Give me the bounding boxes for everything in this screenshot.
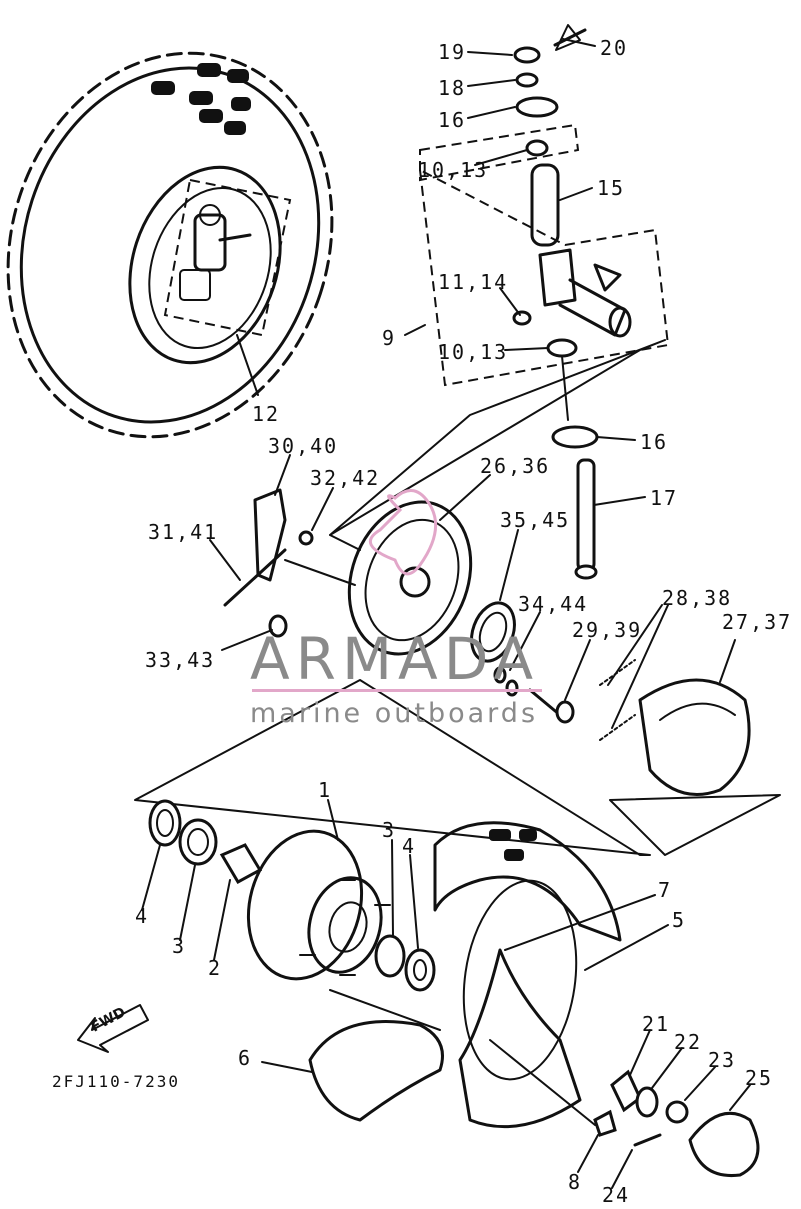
callout-32-42: 32,42 [310,466,381,490]
callout-21: 21 [642,1012,671,1036]
callout-10-13-bottom: 10,13 [438,340,509,364]
callout-15: 15 [597,176,626,200]
leader-lines [141,38,751,1189]
callout-26-36: 26,36 [480,454,551,478]
callout-35-45: 35,45 [500,508,571,532]
callout-23: 23 [708,1048,737,1072]
callout-10-13-top: 10,13 [418,158,489,182]
callout-20: 20 [600,36,629,60]
callout-8: 8 [568,1170,583,1194]
callout-22: 22 [674,1030,703,1054]
callout-27-37: 27,37 [722,610,793,634]
callout-6: 6 [238,1046,253,1070]
callout-11-14: 11,14 [438,270,509,294]
callout-3-hub: 3 [382,818,397,842]
upper-tire [6,51,334,439]
callout-24: 24 [602,1183,631,1207]
brake-shoes [493,659,781,856]
callout-29-39: 29,39 [572,618,643,642]
callout-2: 2 [208,956,223,980]
watermark-divider [252,689,542,692]
callout-19: 19 [438,40,467,64]
callout-7: 7 [658,878,673,902]
callout-18: 18 [438,76,467,100]
fwd-arrow-icon [77,1004,149,1053]
callout-28-38: 28,38 [662,586,733,610]
watermark-logo [368,489,438,576]
callout-16-bottom: 16 [640,430,669,454]
watermark-title: ARMADA [250,625,540,693]
callout-3-left: 3 [172,934,187,958]
cam-lever [223,488,356,638]
callout-16-top: 16 [438,108,467,132]
callout-5: 5 [672,908,687,932]
callout-33-43: 33,43 [145,648,216,672]
callout-34-44: 34,44 [518,592,589,616]
spindle-assembly [418,24,670,580]
hub-hardware [593,1069,760,1178]
callout-4-hub: 4 [402,834,417,858]
callout-25: 25 [745,1066,774,1090]
brake-plate [329,339,666,663]
callout-12: 12 [252,402,281,426]
diagram-code: 2FJ110-7230 [52,1072,180,1091]
callout-9: 9 [382,326,397,350]
watermark-subtitle: marine outboards [250,698,539,729]
callout-30-40: 30,40 [268,434,339,458]
callout-4-left: 4 [135,904,150,928]
callout-17: 17 [650,486,679,510]
hub-and-lower-wheels [134,679,651,1129]
callout-1: 1 [318,778,333,802]
callout-31-41: 31,41 [148,520,219,544]
